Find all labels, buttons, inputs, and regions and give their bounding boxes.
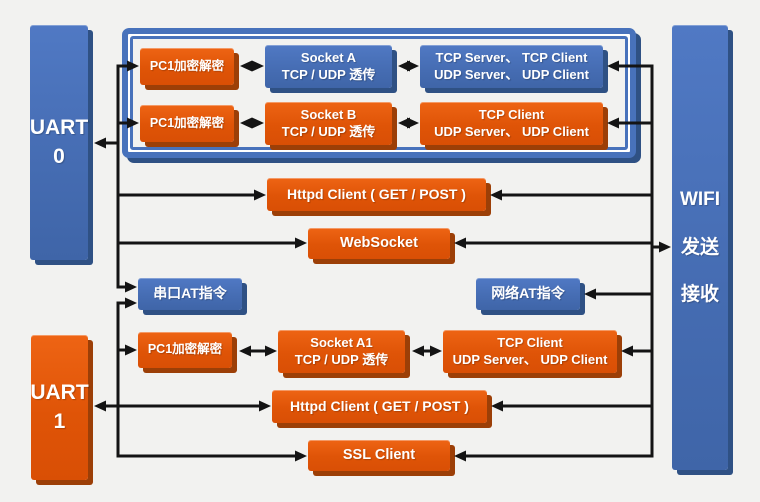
encrypt-box-3: PC1加密解密 — [138, 332, 232, 368]
tcp-modes-b-box: TCP Client UDP Server、 UDP Client — [420, 102, 603, 145]
socket-a-box: Socket A TCP / UDP 透传 — [265, 45, 392, 88]
encrypt-box-2: PC1加密解密 — [140, 105, 234, 142]
wifi-send-label: 发送 — [680, 236, 719, 258]
wifi-label: WIFI — [679, 188, 721, 210]
tcp-modes-a-box: TCP Server、 TCP Client UDP Server、 UDP C… — [420, 45, 603, 88]
websocket-box: WebSocket — [308, 228, 450, 259]
httpd-client-1-box: Httpd Client ( GET / POST ) — [267, 178, 486, 211]
net-at-box: 网络AT指令 — [476, 278, 580, 310]
httpd-client-2-box: Httpd Client ( GET / POST ) — [272, 390, 487, 423]
uart1-block: UART 1 — [30, 335, 89, 480]
tcp-modes-a1-box: TCP Client UDP Server、 UDP Client — [443, 330, 617, 373]
encrypt-box-1: PC1加密解密 — [140, 48, 234, 85]
uart1-trunk-lines — [94, 297, 307, 462]
uart0-block: UART 0 — [30, 25, 88, 260]
serial-at-box: 串口AT指令 — [138, 278, 242, 310]
ssl-client-box: SSL Client — [308, 440, 450, 471]
wifi-block: WIFI 发送 接收 — [672, 25, 728, 470]
socket-b-box: Socket B TCP / UDP 透传 — [265, 102, 392, 145]
socket-a1-box: Socket A1 TCP / UDP 透传 — [278, 330, 405, 373]
wifi-receive-label: 接收 — [680, 284, 719, 306]
